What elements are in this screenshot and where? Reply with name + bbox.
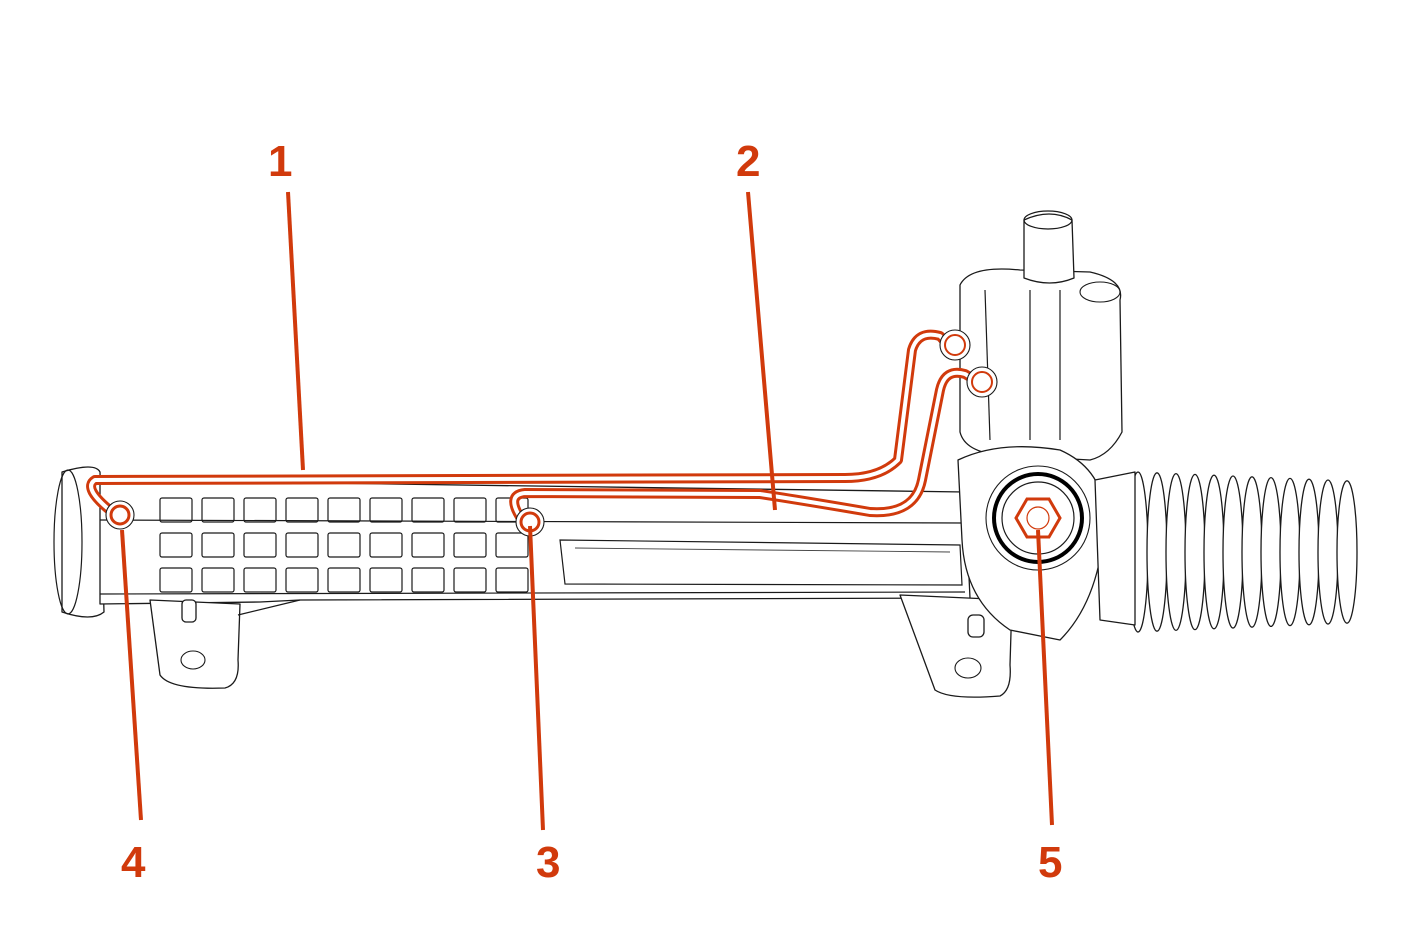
adjuster-plug [985, 465, 1091, 571]
housing-ribs [159, 497, 529, 593]
leader-lines [120, 191, 1054, 831]
callout-3: 3 [536, 838, 560, 887]
hydraulic-pipes [86, 329, 980, 525]
rack-housing [53, 210, 1358, 698]
callout-numbers: 1 2 3 4 5 [121, 137, 1062, 887]
callout-2: 2 [736, 137, 760, 186]
callout-4: 4 [121, 838, 146, 887]
callout-1: 1 [268, 137, 292, 186]
pipe-fittings [105, 329, 998, 537]
rack-boot [1127, 471, 1358, 633]
callout-5: 5 [1038, 838, 1062, 887]
